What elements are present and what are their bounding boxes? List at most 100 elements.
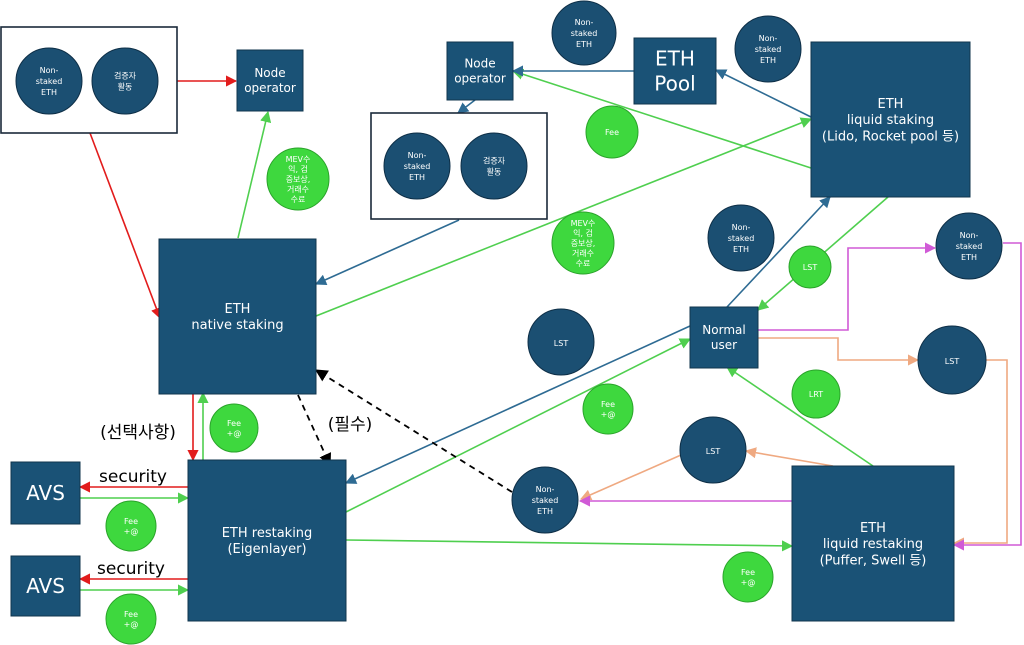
liquid-restaking-to-normal-user-arrow (726, 366, 874, 467)
mev-rewards-circle-label: MEV수 (286, 155, 311, 164)
mev-rewards-circle-label: 증보상, (571, 238, 596, 248)
lst-to-liquid-restaking-arrow (952, 359, 1008, 549)
fee-circle: Fee+@ (582, 383, 634, 435)
restaking-box-label: ETH restaking (222, 526, 313, 541)
eth-pool-box-label: Pool (654, 72, 695, 96)
fee-circle: Fee+@ (722, 551, 774, 603)
fee-circle-label: Fee (124, 610, 138, 619)
liquid-staking-to-pool-arrow (714, 69, 812, 118)
non-staked-eth-node-label: staked (36, 77, 63, 86)
restaking-to-liquid-restaking-arrow (345, 539, 794, 552)
fee-circle-label: Fee (227, 419, 241, 428)
fee-circle: Fee+@ (105, 593, 157, 645)
normal-user-box-label: Normal (702, 323, 745, 337)
liquid-restaking-box-label: (Puffer, Swell 등) (820, 553, 927, 568)
liquid-restaking-box-label: liquid restaking (823, 537, 923, 552)
fee-circle-label: Fee (741, 568, 755, 577)
avs-top-box-label: AVS (26, 481, 65, 505)
non-staked-eth-node-label: ETH (409, 173, 425, 182)
avs-bottom-box-label: AVS (26, 574, 65, 598)
mev-rewards-circle-label: 수료 (291, 195, 306, 204)
native-staking-box-label: native staking (191, 318, 283, 333)
validator-activity-node-label: 검증자 (114, 70, 137, 80)
lst-node: LST (527, 308, 595, 376)
label-layer: (선택사항) (필수) security security (97, 415, 372, 579)
fee-circle-label: +@ (741, 578, 756, 587)
non-staked-eth-node-label: ETH (537, 507, 553, 516)
fee-circle: Fee+@ (105, 500, 157, 552)
non-staked-eth-node-label: Non- (575, 18, 594, 27)
security-label-top: security (99, 467, 167, 487)
lst-node: LST (679, 416, 747, 484)
mev-rewards-circle-label: 익, 검 (573, 228, 593, 238)
validator-activity-node-label: 검증자 (483, 155, 506, 165)
liquid-staking-to-node-op-arrow (511, 68, 812, 169)
non-staked-eth-node-label: ETH (760, 56, 776, 65)
required-label: (필수) (328, 415, 373, 435)
validator-box-to-native-arrow-blue (314, 219, 460, 285)
node-operator-left-box-label: Node (254, 66, 285, 80)
normal-user-to-lst-arrow (758, 337, 920, 366)
non-staked-eth-node-label: staked (728, 234, 755, 243)
lrt-green-circle: LRT (791, 369, 841, 419)
mev-rewards-circle-label: 거래수 (572, 249, 594, 258)
lst-to-non-staked-arrow (579, 454, 682, 501)
non-staked-eth-node-label: ETH (961, 253, 977, 262)
liquid-restaking-box-label: ETH (860, 521, 886, 536)
non-staked-eth-node-label: staked (755, 45, 782, 54)
non-staked-eth-node-label: Non- (408, 151, 427, 160)
liquid-staking-box-label: ETH (878, 97, 904, 112)
mev-rewards-circle-label: 수료 (576, 259, 591, 268)
normal-user-box-label: user (711, 338, 737, 352)
mev-rewards-circle-label: 거래수 (287, 185, 309, 194)
non-staked-eth-node-label: Non- (40, 66, 59, 75)
lrt-green-circle-label: LRT (809, 390, 823, 399)
non-staked-to-native-dashed-arrow (314, 369, 513, 493)
lst-node-label: LST (945, 357, 960, 366)
lst-green-circle: LST (788, 245, 832, 289)
security-label-bottom: security (97, 559, 165, 579)
normal-user-to-restaking-arrow (344, 325, 691, 484)
eth-pool-box-label: ETH (655, 47, 695, 71)
validator-box-to-native-arrow (89, 132, 162, 320)
lst-green-circle-label: LST (803, 263, 818, 272)
fee-circle-label: +@ (227, 429, 242, 438)
fee-circle: Fee (585, 105, 639, 159)
lst-node-label: LST (706, 447, 721, 456)
restaking-box[interactable]: ETH restaking(Eigenlayer) (187, 459, 347, 622)
node-op-to-validator-box-arrow-blue (457, 99, 476, 114)
non-staked-eth-node-label: Non- (732, 223, 751, 232)
native-staking-box-label: ETH (225, 302, 251, 317)
non-staked-eth-node-label: staked (532, 496, 559, 505)
non-staked-eth-node-label: Non- (960, 231, 979, 240)
normal-user-to-liquid-staking-arrow (726, 196, 831, 308)
non-staked-eth-node-label: staked (571, 29, 598, 38)
avs-bottom-box[interactable]: AVS (10, 555, 81, 617)
normal-user-to-non-staked-arrow (758, 242, 937, 331)
liquid-staking-box-label: (Lido, Rocket pool 등) (822, 129, 959, 144)
non-staked-eth-node-label: Non- (536, 485, 555, 494)
native-to-restaking-required-arrow (297, 394, 332, 467)
non-staked-eth-node-label: staked (956, 242, 983, 251)
mev-rewards-circle-label: MEV수 (571, 219, 596, 228)
avs-top-box[interactable]: AVS (10, 461, 81, 525)
liquid-restaking-to-lst-arrow (744, 447, 834, 467)
liquid-staking-box-label: liquid staking (847, 113, 934, 128)
native-to-liquid-staking-arrow (315, 117, 813, 317)
native-to-node-op-arrow (237, 110, 272, 239)
restaking-box-label: (Eigenlayer) (227, 542, 306, 557)
